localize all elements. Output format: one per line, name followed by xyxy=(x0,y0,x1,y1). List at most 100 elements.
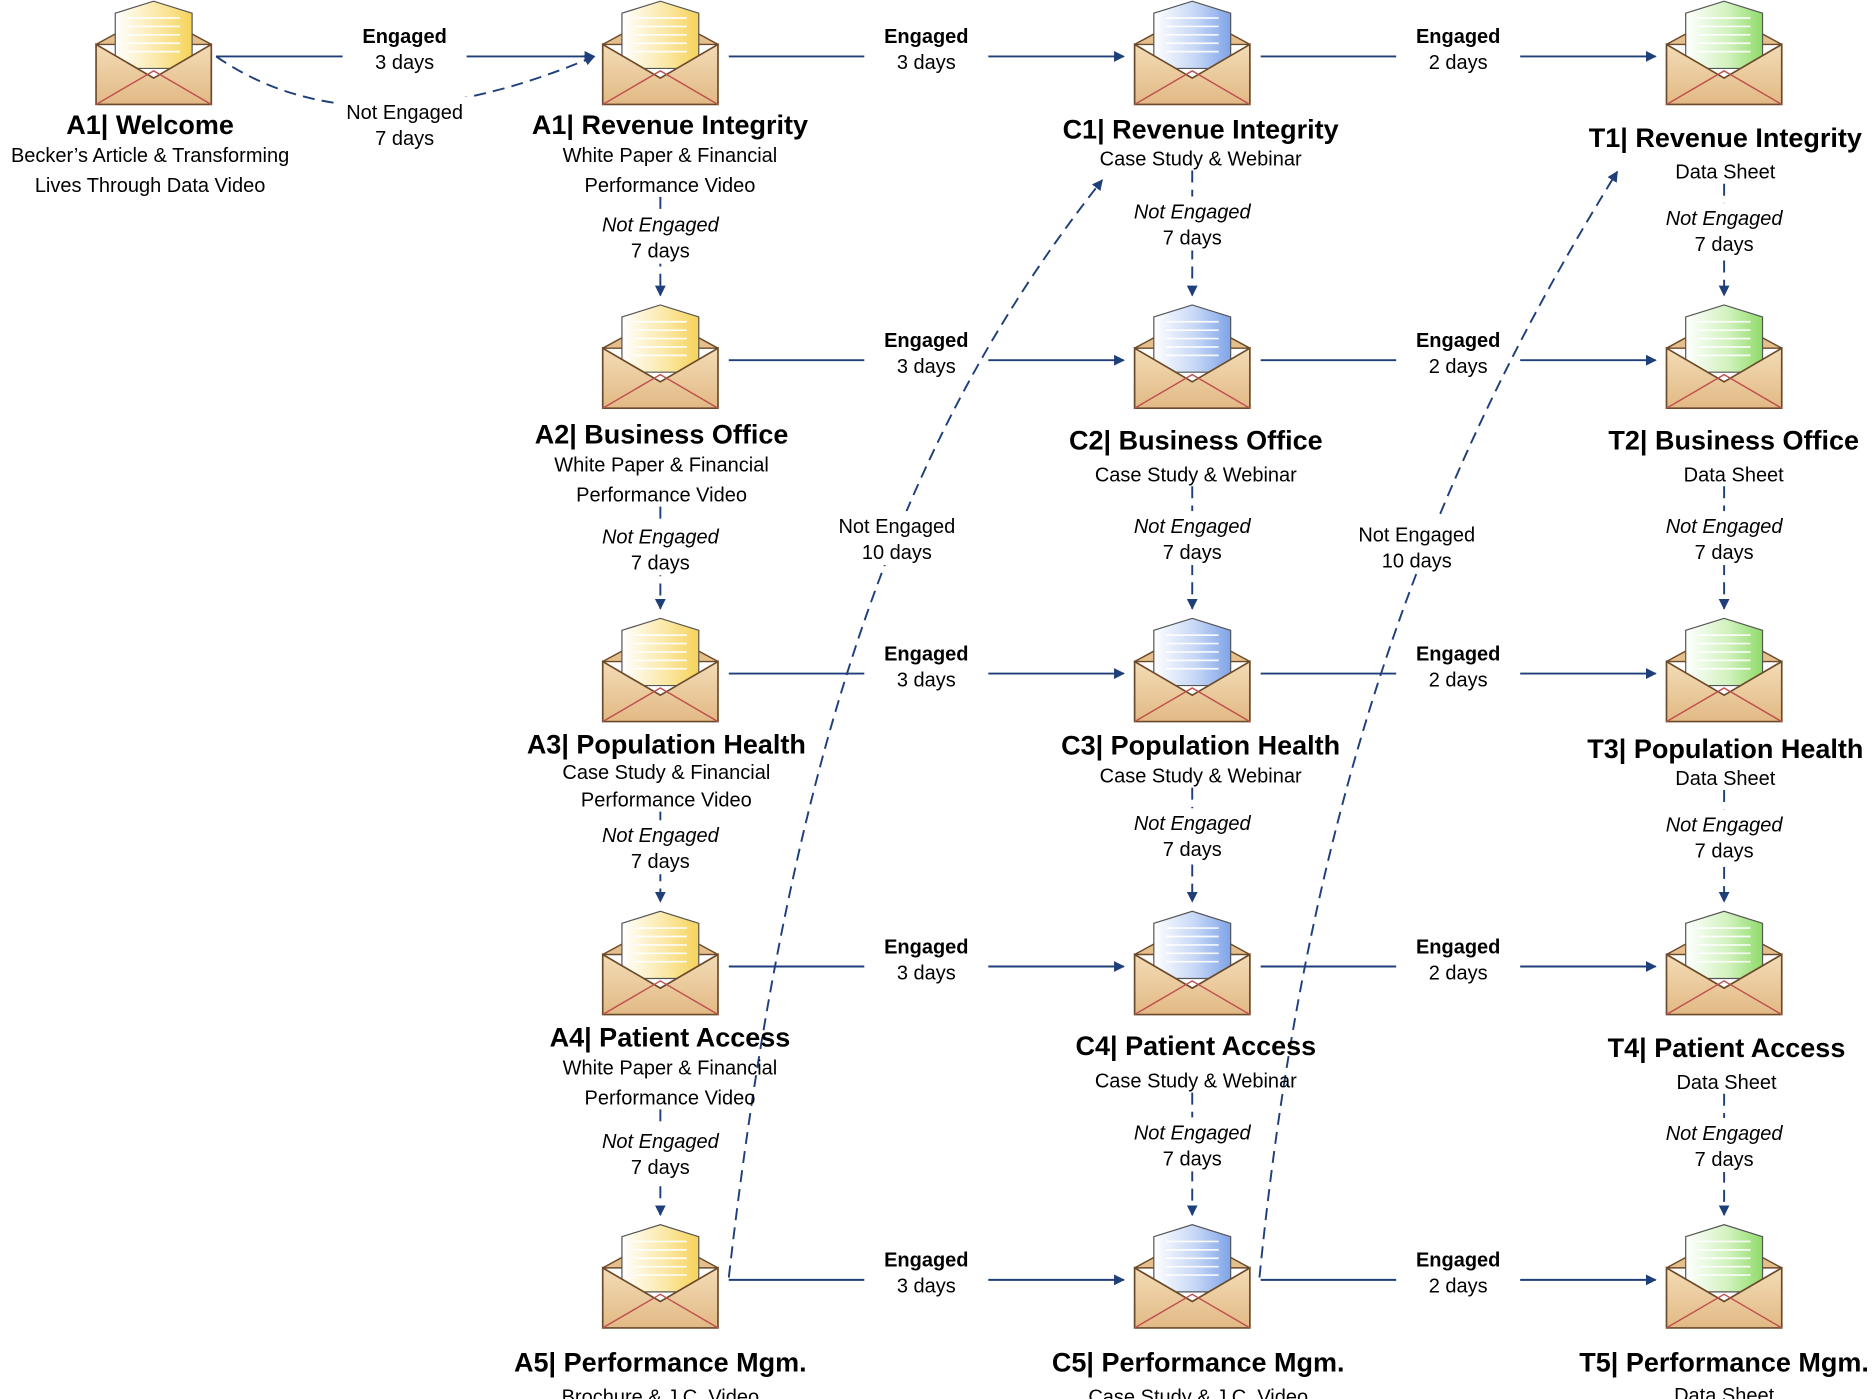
node-title: A4| Patient Access xyxy=(550,1022,791,1052)
node-title: C1| Revenue Integrity xyxy=(1063,115,1339,145)
edge-wait-label: 7 days xyxy=(1695,840,1754,862)
edge-status-label: Engaged xyxy=(884,936,968,958)
node-subtitle-line: White Paper & Financial xyxy=(563,145,778,167)
edge-wait-label: 7 days xyxy=(1163,228,1222,250)
edge-label-background xyxy=(598,521,723,576)
node-c5: C5| Performance Mgm. Case Study & J.C. Vi… xyxy=(1052,1224,1345,1399)
envelope-icon xyxy=(1665,1224,1783,1329)
edge-label-background xyxy=(864,21,989,76)
edge-status-label: Not Engaged xyxy=(602,215,720,237)
edge-label-background xyxy=(828,511,965,566)
envelope-icon xyxy=(1133,910,1251,1016)
envelope-icon xyxy=(1665,0,1783,106)
envelope-icon xyxy=(1133,1224,1251,1329)
edge-wait-label: 3 days xyxy=(897,52,956,74)
envelope-icon xyxy=(601,1224,719,1329)
edge-status-label: Engaged xyxy=(362,26,446,48)
edge-wait-label: 7 days xyxy=(1695,542,1754,564)
node-title: C4| Patient Access xyxy=(1076,1031,1317,1061)
edge-status-label: Engaged xyxy=(1416,330,1500,352)
node-subtitle-line: Performance Video xyxy=(581,790,752,812)
edge-status-label: Not Engaged xyxy=(1134,813,1252,835)
edge-label-background xyxy=(1396,21,1521,76)
edge-label-background xyxy=(1396,324,1521,379)
edge-a5-to-c5-engaged: Engaged 3 days xyxy=(728,1244,1125,1299)
node-subtitle-line: Case Study & J.C. Video xyxy=(1088,1386,1308,1399)
edge-label-background xyxy=(864,931,989,986)
edge-t3-to-t4-not-engaged: Not Engaged 7 days xyxy=(1662,790,1787,903)
node-title: C5| Performance Mgm. xyxy=(1052,1348,1345,1378)
node-title: T3| Population Health xyxy=(1587,734,1863,764)
edge-status-label: Not Engaged xyxy=(1358,524,1475,546)
node-subtitle-line: Performance Video xyxy=(576,485,747,507)
edge-wait-label: 7 days xyxy=(631,241,690,263)
edge-c3-to-c4-not-engaged: Not Engaged 7 days xyxy=(1130,787,1255,903)
edge-label-background xyxy=(864,1244,989,1299)
edge-status-label: Engaged xyxy=(884,26,968,48)
edge-wait-label: 3 days xyxy=(897,1276,956,1298)
edge-label-background xyxy=(1662,1118,1787,1173)
edge-c2-to-t2-engaged: Engaged 2 days xyxy=(1260,324,1657,379)
envelope-icon xyxy=(1133,617,1251,723)
node-title: A1| Welcome xyxy=(66,110,234,140)
node-title: T5| Performance Mgm. xyxy=(1579,1348,1869,1378)
node-subtitle-line: White Paper & Financial xyxy=(563,1057,778,1079)
edge-label-background xyxy=(598,209,723,264)
edge-status-label: Engaged xyxy=(1416,936,1500,958)
edge-a1-to-c1-engaged: Engaged 3 days xyxy=(728,21,1125,76)
edge-label-background xyxy=(1662,511,1787,566)
edge-wait-label: 7 days xyxy=(1163,839,1222,861)
node-title: A3| Population Health xyxy=(527,729,806,759)
edge-label-background xyxy=(598,1125,723,1180)
edge-status-label: Not Engaged xyxy=(838,516,955,538)
node-subtitle-line: White Paper & Financial xyxy=(554,455,769,477)
node-subtitle-line: Case Study & Webinar xyxy=(1100,148,1302,170)
node-subtitle-line: Performance Video xyxy=(585,175,756,197)
edge-wait-label: 7 days xyxy=(631,851,690,873)
envelope-icon xyxy=(601,0,719,106)
edge-status-label: Engaged xyxy=(884,1250,968,1272)
edge-a5-to-c1-not-engaged: Not Engaged 10 days xyxy=(727,179,1103,1278)
edge-status-label: Not Engaged xyxy=(346,102,463,124)
node-subtitle-line: Performance Video xyxy=(585,1087,756,1109)
edge-wait-label: 7 days xyxy=(1163,542,1222,564)
edge-status-label: Not Engaged xyxy=(1134,202,1252,224)
edge-label-background xyxy=(864,324,989,379)
edge-status-label: Not Engaged xyxy=(1666,814,1784,836)
node-subtitle-line: Data Sheet xyxy=(1676,1072,1777,1094)
edge-wait-label: 10 days xyxy=(862,542,932,564)
edge-status-label: Engaged xyxy=(884,643,968,665)
node-subtitle-line: Case Study & Webinar xyxy=(1095,464,1297,486)
edge-status-label: Not Engaged xyxy=(602,1131,720,1153)
edge-wait-label: 7 days xyxy=(631,552,690,574)
edge-status-label: Engaged xyxy=(884,330,968,352)
edge-status-label: Not Engaged xyxy=(1666,1123,1784,1145)
edge-wait-label: 3 days xyxy=(375,52,434,74)
edge-wait-label: 2 days xyxy=(1429,962,1488,984)
node-title: T1| Revenue Integrity xyxy=(1589,123,1862,153)
edge-wait-label: 10 days xyxy=(1382,550,1452,572)
node-subtitle-line: Data Sheet xyxy=(1675,768,1776,790)
edge-label-background xyxy=(598,820,723,875)
edge-wait-label: 2 days xyxy=(1429,356,1488,378)
edge-wait-label: 7 days xyxy=(631,1157,690,1179)
edge-status-label: Engaged xyxy=(1416,643,1500,665)
edge-label-background xyxy=(1130,808,1255,863)
edge-label-background xyxy=(864,638,989,693)
edge-c5-to-t1-not-engaged: Not Engaged 10 days xyxy=(1258,170,1619,1278)
edge-status-label: Not Engaged xyxy=(1666,516,1784,538)
edge-status-label: Not Engaged xyxy=(1134,1122,1252,1144)
envelope-icon xyxy=(1665,304,1783,410)
